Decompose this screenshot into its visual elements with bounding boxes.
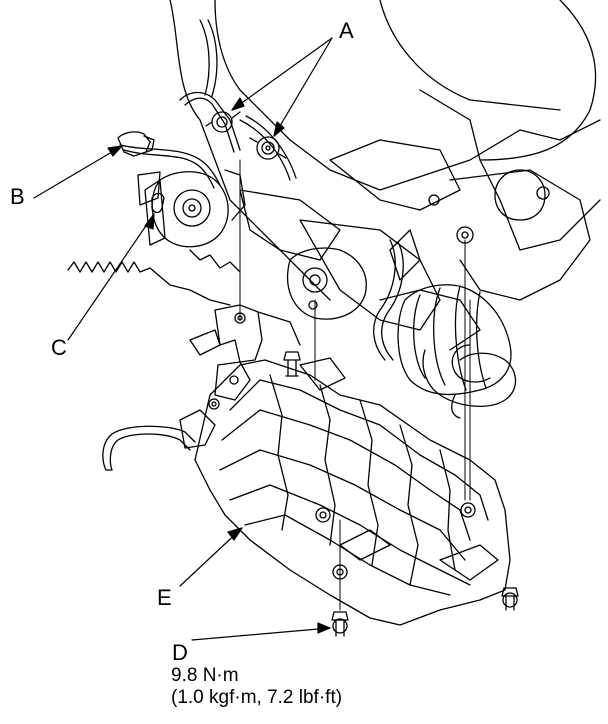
callout-label-d: D	[172, 640, 188, 665]
guide-lines	[240, 160, 470, 610]
callout-label-a: A	[339, 18, 354, 43]
cv-boot	[398, 285, 515, 418]
callout-label-c: C	[51, 335, 67, 360]
bolt-upper	[284, 352, 300, 376]
torque-metric: 9.8 N·m	[171, 665, 239, 686]
pulley-assembly	[138, 170, 245, 247]
bolt-right	[502, 588, 518, 610]
bolt-a-left	[206, 112, 240, 132]
bolt-a-right	[250, 137, 286, 159]
bracket-c	[152, 194, 164, 213]
heat-shield	[195, 358, 510, 625]
torque-imperial: (1.0 kgf·m, 7.2 lbf·ft)	[171, 687, 343, 708]
wire-harness	[118, 20, 296, 188]
bolt-d	[332, 612, 348, 636]
callout-label-b: B	[10, 184, 25, 209]
pipe	[103, 399, 219, 470]
callout-label-e: E	[157, 585, 172, 610]
mounting-bracket	[190, 305, 300, 400]
vehicle-frame	[68, 0, 600, 360]
torque-spec: 9.8 N·m (1.0 kgf·m, 7.2 lbf·ft)	[171, 665, 342, 709]
leader-lines	[34, 38, 332, 640]
